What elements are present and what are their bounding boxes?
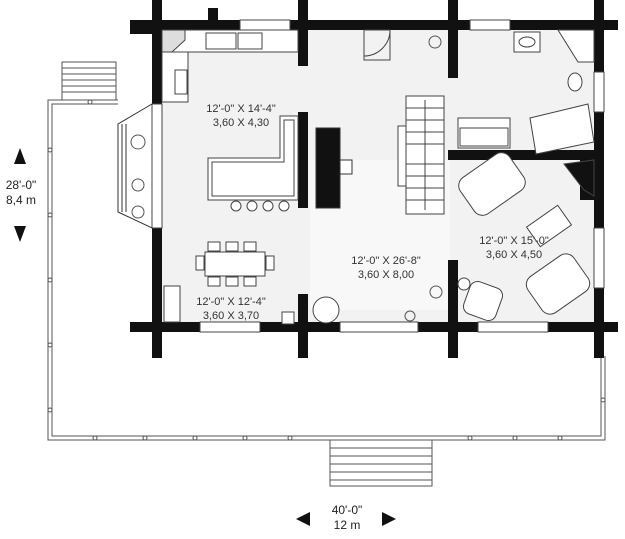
fireplace-bar	[315, 127, 353, 209]
depth-dimension-arrows	[14, 148, 26, 242]
family-dimension-label: 12'-0" X 15'-0" 3,60 X 4,50	[466, 234, 562, 262]
kitchen-dimension-metric: 3,60 X 4,30	[212, 117, 270, 129]
kitchen-dimension-imperial: 12'-0" X 14'-4"	[206, 103, 276, 115]
kitchen-door	[363, 29, 391, 61]
living-dimension-metric: 3,60 X 8,00	[357, 269, 415, 281]
dining-dimension-metric: 3,60 X 3,70	[202, 310, 260, 322]
front-steps	[329, 439, 433, 487]
overall-width-label: 40'-0" 12 m	[316, 503, 378, 533]
overall-width-metric: 12 m	[333, 518, 361, 532]
living-dimension-label: 12'-0" X 26'-8" 3,60 X 8,00	[338, 254, 434, 282]
width-dimension-arrows	[296, 512, 396, 526]
side-table	[281, 311, 295, 325]
family-room-furniture	[457, 152, 595, 322]
dining-dimension-imperial: 12'-0" X 12'-4"	[196, 296, 266, 308]
bathroom-fixtures	[457, 29, 595, 155]
windows	[151, 19, 605, 333]
dining-table	[195, 241, 275, 287]
bay-window	[117, 103, 153, 229]
dining-dimension-label: 12'-0" X 12'-4" 3,60 X 3,70	[186, 295, 276, 323]
staircase	[397, 95, 445, 215]
kitchen-counters	[161, 29, 299, 103]
plant-symbols	[130, 35, 443, 322]
kitchen-dimension-label: 12'-0" X 14'-4" 3,60 X 4,30	[196, 102, 286, 130]
living-dimension-imperial: 12'-0" X 26'-8"	[351, 255, 421, 267]
kitchen-island	[207, 115, 299, 212]
overall-depth-metric: 8,4 m	[5, 193, 36, 207]
armchair-round	[312, 296, 340, 324]
side-entry-stairs	[61, 61, 117, 101]
dining-cabinet	[163, 285, 181, 323]
overall-width-imperial: 40'-0"	[331, 503, 363, 517]
overall-depth-imperial: 28'-0"	[5, 178, 37, 192]
overall-depth-label: 28'-0" 8,4 m	[0, 178, 42, 208]
family-dimension-imperial: 12'-0" X 15'-0"	[479, 235, 549, 247]
family-dimension-metric: 3,60 X 4,50	[485, 249, 543, 261]
